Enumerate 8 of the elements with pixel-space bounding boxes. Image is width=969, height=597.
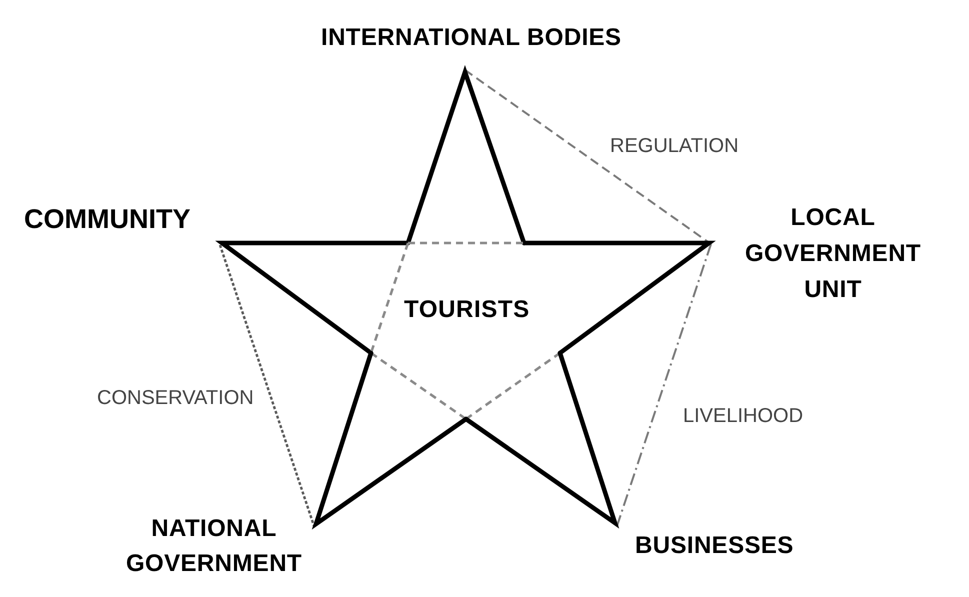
star-label: TOURISTS xyxy=(404,296,530,324)
stakeholder-label: COMMUNITY xyxy=(24,204,190,235)
stakeholder-label: INTERNATIONAL BODIES xyxy=(321,24,622,52)
stakeholder-label: NATIONAL GOVERNMENT xyxy=(124,514,303,579)
connector-line xyxy=(218,244,316,526)
connector-line xyxy=(616,244,712,526)
stakeholder-label: LOCAL GOVERNMENT UNIT xyxy=(744,203,922,305)
stakeholder-label: BUSINESSES xyxy=(635,532,794,560)
